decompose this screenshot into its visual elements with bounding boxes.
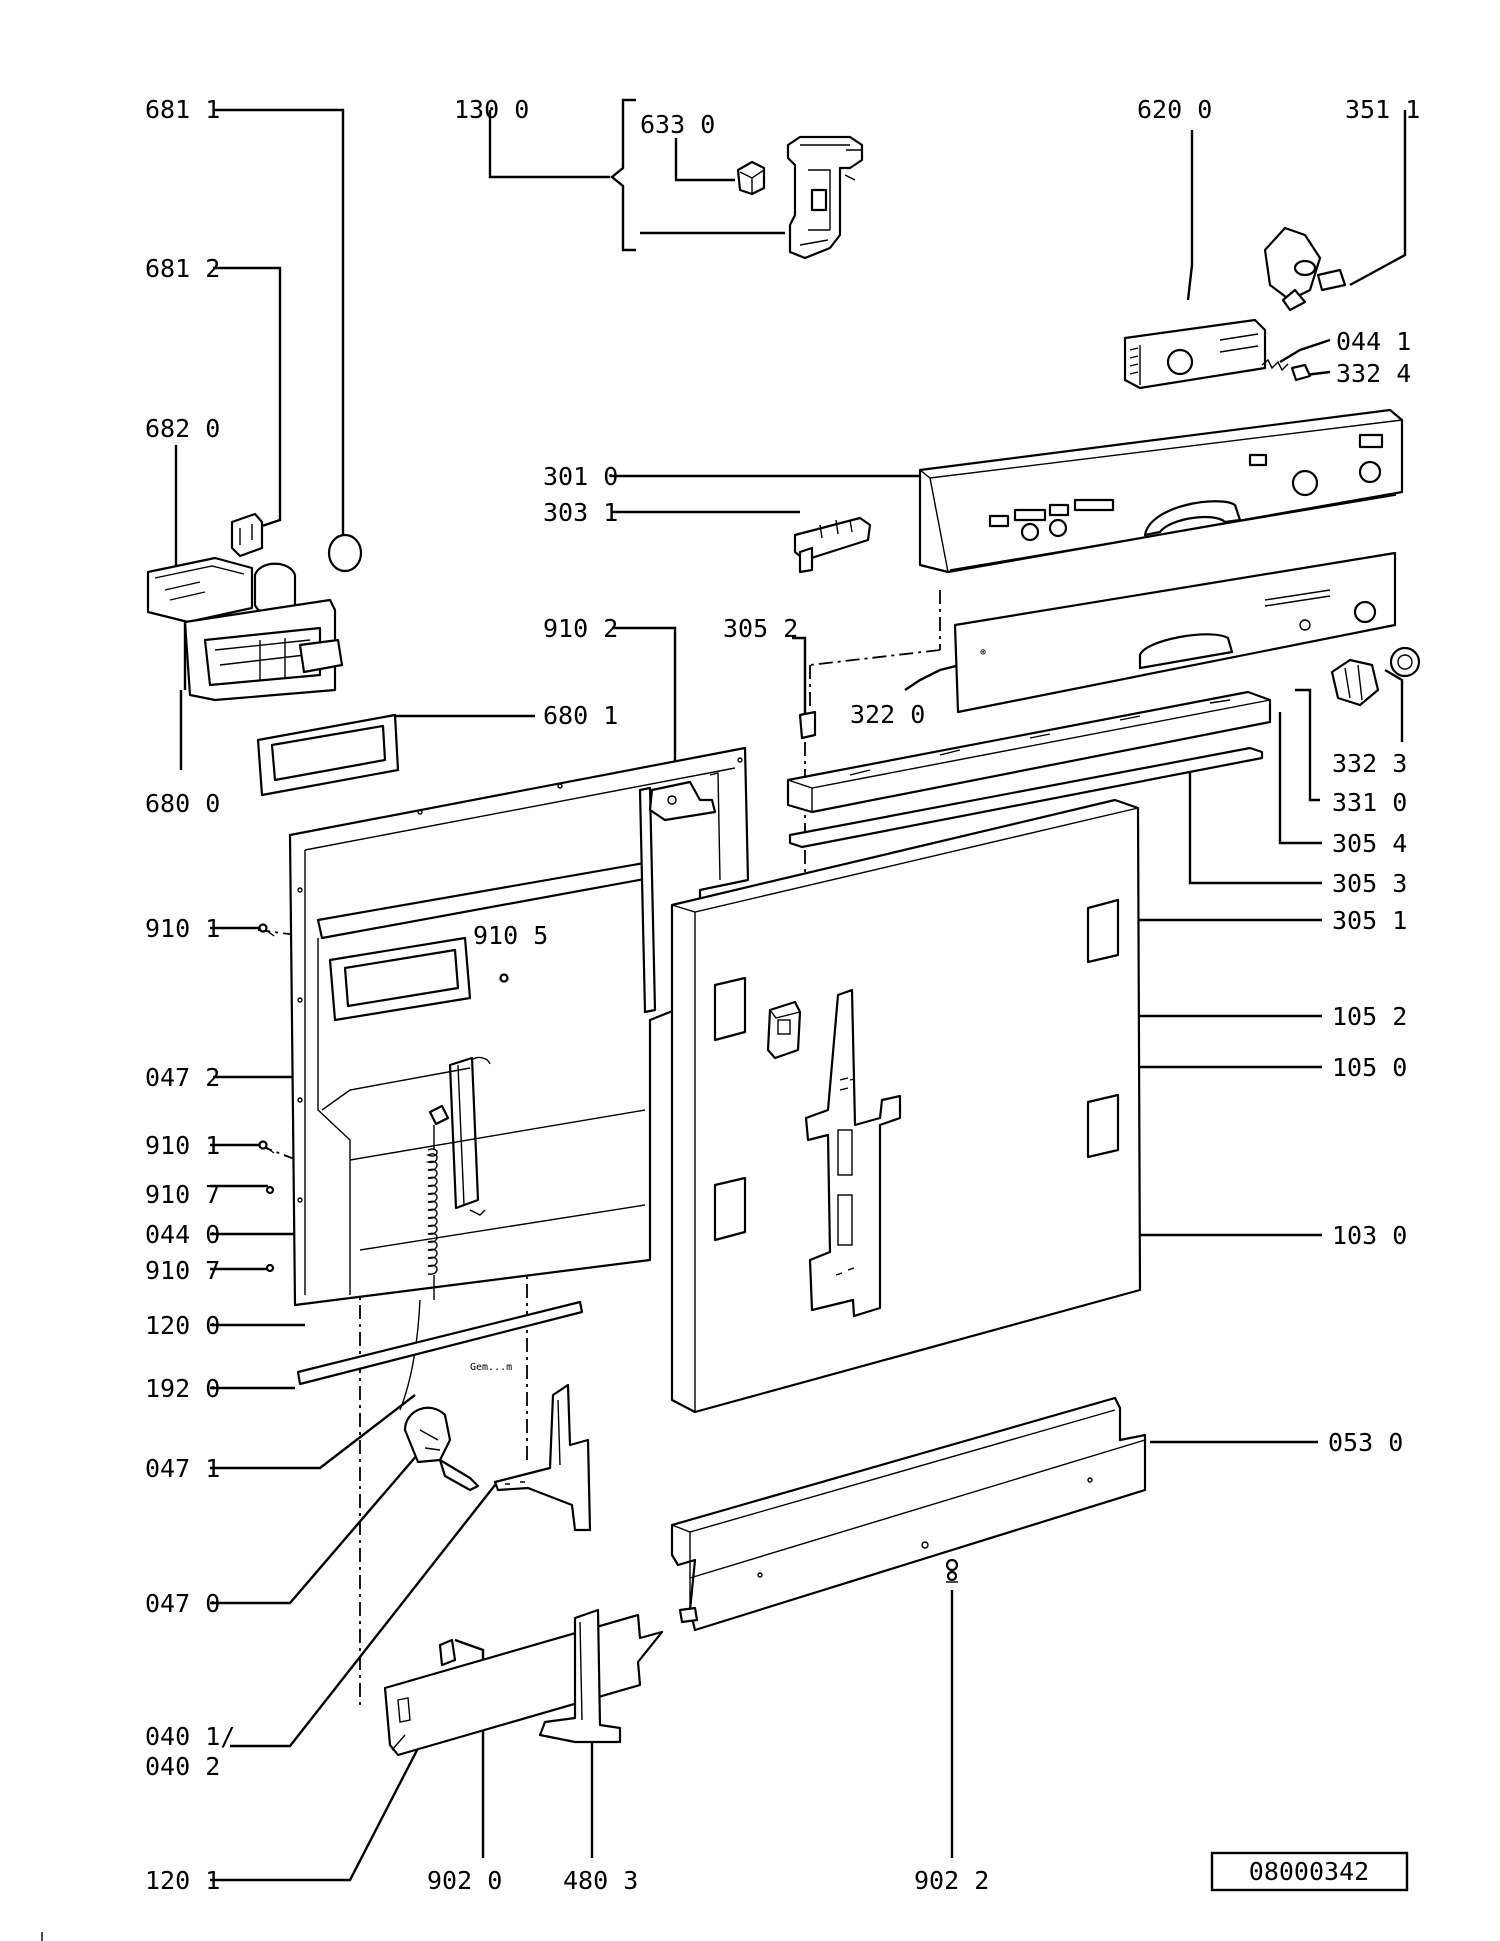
callout-910-1b: 910 1 [145, 1131, 220, 1160]
part-130-0-mechanism [786, 135, 864, 260]
part-351-1-shaft [1263, 226, 1347, 312]
callout-040-2: 040 2 [145, 1752, 220, 1781]
callout-305-1: 305 1 [1332, 906, 1407, 935]
callout-labels: 681 1 130 0 633 0 620 0 351 1 681 2 044 … [145, 95, 1420, 1895]
part-301-0-control-panel [918, 408, 1404, 574]
callout-303-1: 303 1 [543, 498, 618, 527]
part-305-4-rail [786, 690, 1272, 814]
callout-047-1: 047 1 [145, 1454, 220, 1483]
part-103-0-outer-door [670, 798, 1142, 1414]
callout-332-4: 332 4 [1336, 359, 1411, 388]
callout-633-0: 633 0 [640, 110, 715, 139]
callout-682-0: 682 0 [145, 414, 220, 443]
part-681-2-bracket [230, 512, 264, 558]
callout-910-1a: 910 1 [145, 914, 220, 943]
callout-044-1: 044 1 [1336, 327, 1411, 356]
part-633-0-clip [736, 160, 766, 196]
callout-332-3: 332 3 [1332, 749, 1407, 778]
callout-301-0: 301 0 [543, 462, 618, 491]
callout-305-3: 305 3 [1332, 869, 1407, 898]
bracket-130-0 [610, 98, 636, 252]
screw-910-7-upper [265, 1185, 275, 1195]
part-047-0-lever [403, 1406, 480, 1492]
callout-120-1: 120 1 [145, 1866, 220, 1895]
part-105-0-lock-plate [804, 988, 902, 1318]
part-480-3-bracket [538, 1608, 622, 1744]
callout-044-0: 044 0 [145, 1220, 220, 1249]
callout-120-0: 120 0 [145, 1311, 220, 1340]
callout-192-0: 192 0 [145, 1374, 220, 1403]
part-680-0-dispenser [146, 556, 344, 702]
callout-902-0: 902 0 [427, 1866, 502, 1895]
rail-marking: Gem...m [470, 1362, 512, 1373]
part-303-1-catch [793, 516, 872, 574]
part-332-4-knob [1290, 363, 1312, 382]
callout-480-3: 480 3 [563, 1866, 638, 1895]
callout-680-1: 680 1 [543, 701, 618, 730]
callout-681-1: 681 1 [145, 95, 220, 124]
callout-305-2: 305 2 [723, 614, 798, 643]
part-105-2-latch [766, 1000, 802, 1060]
callout-351-1: 351 1 [1345, 95, 1420, 124]
callout-130-0: 130 0 [454, 95, 529, 124]
fascia-brand-mark: ⊕ [980, 647, 986, 658]
part-305-2-clip [798, 710, 817, 740]
part-322-0-fascia: ⊕ [953, 551, 1397, 714]
callout-047-0: 047 0 [145, 1589, 220, 1618]
part-902-2-screw [945, 1558, 959, 1583]
part-681-1-cap [327, 533, 363, 573]
callout-105-0: 105 0 [1332, 1053, 1407, 1082]
callout-680-0: 680 0 [145, 789, 220, 818]
screw-910-5 [499, 973, 509, 983]
part-902-0-clip [438, 1638, 457, 1667]
part-047-2-spring [399, 1104, 450, 1411]
screw-910-7-lower [265, 1263, 275, 1273]
part-040-1-bracket [493, 1383, 592, 1532]
callout-910-7a: 910 7 [145, 1180, 220, 1209]
part-331-0-knob [1330, 658, 1380, 707]
part-044-1-spring [1261, 358, 1289, 372]
callout-105-2: 105 2 [1332, 1002, 1407, 1031]
screw-910-1-lower [258, 1140, 275, 1154]
part-053-0-trim [670, 1396, 1147, 1632]
callout-910-5: 910 5 [473, 921, 548, 950]
callout-305-4: 305 4 [1332, 829, 1407, 858]
part-305-3-strip [788, 746, 1264, 849]
callout-910-7b: 910 7 [145, 1256, 220, 1285]
part-680-1-gasket [256, 713, 400, 797]
callout-053-0: 053 0 [1328, 1428, 1403, 1457]
callout-681-2: 681 2 [145, 254, 220, 283]
callout-902-2: 902 2 [914, 1866, 989, 1895]
document-number: 08000342 [1249, 1857, 1369, 1886]
callout-040-1: 040 1/ [145, 1722, 235, 1751]
callout-620-0: 620 0 [1137, 95, 1212, 124]
part-192-0-rail: Gem...m [296, 1300, 584, 1386]
callout-322-0: 322 0 [850, 700, 925, 729]
callout-047-2: 047 2 [145, 1063, 220, 1092]
callout-910-2: 910 2 [543, 614, 618, 643]
callout-331-0: 331 0 [1332, 788, 1407, 817]
document-number-box: 08000342 [1210, 1851, 1409, 1892]
callout-103-0: 103 0 [1332, 1221, 1407, 1250]
part-620-0-programmer [1123, 318, 1267, 390]
screw-910-1-upper [258, 923, 275, 937]
part-120-0-inner-panel [288, 746, 750, 1307]
part-332-3-knob [1389, 646, 1421, 678]
